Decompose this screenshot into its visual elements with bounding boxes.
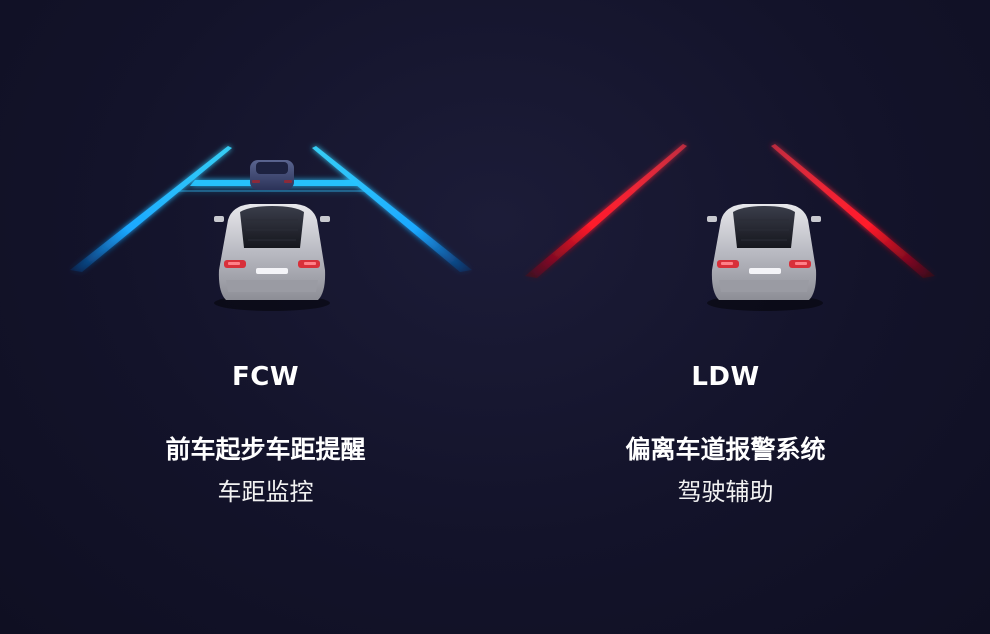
- ego-car-icon: [707, 204, 823, 311]
- feature-code-fcw: FCW: [231, 362, 300, 392]
- feature-title-fcw: 前车起步车距提醒: [165, 435, 366, 464]
- feature-subtitle-ldw: 驾驶辅助: [677, 478, 774, 506]
- red-lane-lines: [525, 144, 935, 278]
- feature-title-ldw: 偏离车道报警系统: [625, 435, 826, 464]
- fcw-illustration: [0, 120, 495, 340]
- ego-car-icon: [214, 204, 330, 311]
- lead-car-icon: [250, 160, 294, 190]
- ldw-panel: LDW 偏离车道报警系统 驾驶辅助: [495, 0, 990, 634]
- feature-subtitle-fcw: 车距监控: [217, 478, 314, 506]
- fcw-panel: FCW 前车起步车距提醒 车距监控: [0, 120, 495, 506]
- ldw-illustration: [495, 120, 990, 340]
- feature-code-ldw: LDW: [691, 362, 760, 392]
